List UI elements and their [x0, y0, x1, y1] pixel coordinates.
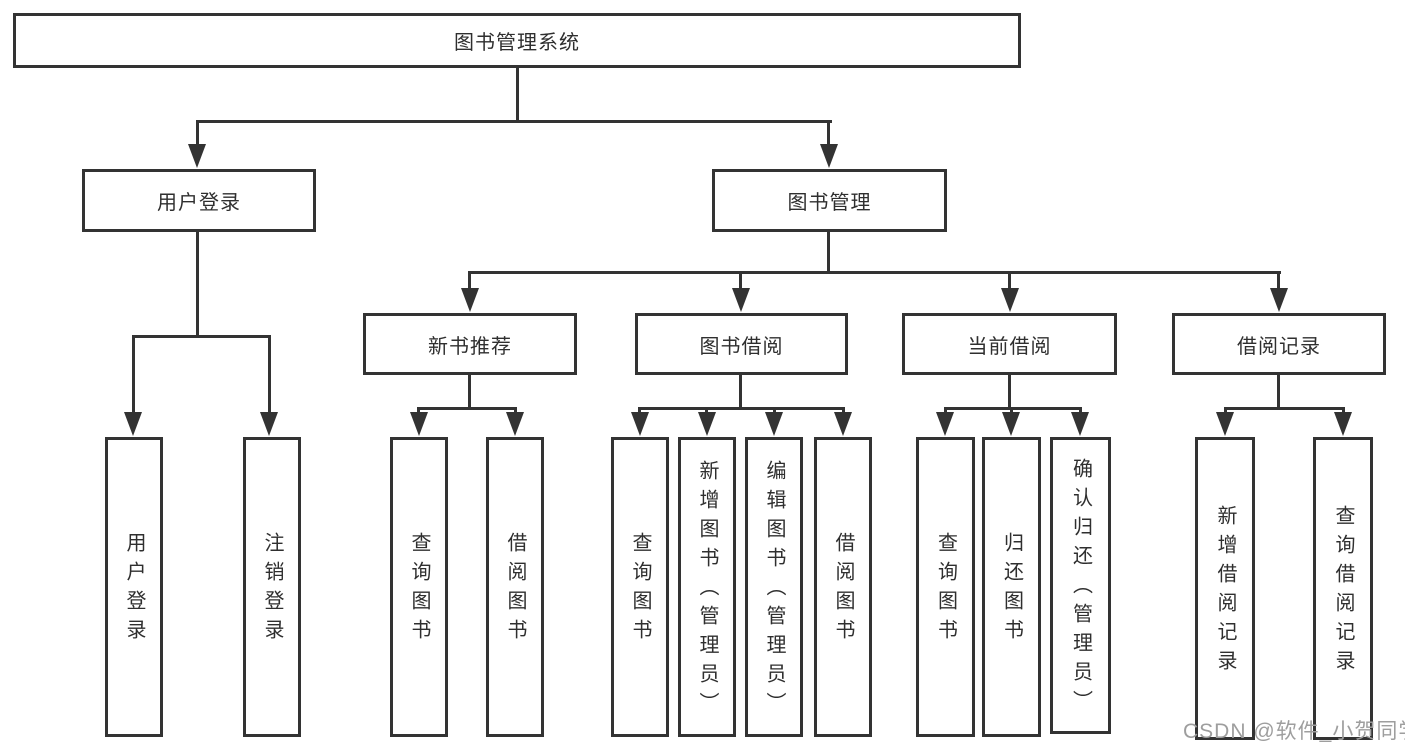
connector-stem-leaf — [944, 407, 947, 416]
connector-stem-user-login — [196, 120, 199, 148]
connector-section-trunk — [1008, 373, 1011, 410]
leaf-add-borrow-record: 新增借阅记录 — [1195, 437, 1255, 740]
arrow-down-icon — [506, 412, 524, 436]
connector-level2-bar — [468, 271, 1281, 274]
arrow-down-icon — [1334, 412, 1352, 436]
connector-stem-leaf — [1342, 407, 1345, 416]
connector-stem-leaf — [638, 407, 641, 416]
connector-stem-section — [468, 271, 471, 292]
arrow-down-icon — [1071, 412, 1089, 436]
watermark-csdn: CSDN @软件_小贺同学 — [1183, 720, 1405, 743]
connector-user-login-trunk — [196, 230, 199, 338]
arrow-down-icon — [732, 288, 750, 312]
arrow-down-icon — [260, 412, 278, 436]
node-user-login: 用户登录 — [82, 169, 316, 232]
connector-section-bar — [1224, 407, 1345, 410]
arrow-down-icon — [1216, 412, 1234, 436]
connector-book-management-trunk — [827, 230, 830, 274]
connector-stem-section — [1008, 271, 1011, 292]
connector-section-bar — [944, 407, 1082, 410]
connector-stem-leaf — [268, 335, 271, 416]
connector-stem-leaf — [1079, 407, 1082, 416]
connector-section-bar — [417, 407, 517, 410]
node-library-management-system: 图书管理系统 — [13, 13, 1021, 68]
leaf-borrow-books: 借阅图书 — [814, 437, 872, 737]
node-current-borrowing: 当前借阅 — [902, 313, 1117, 375]
leaf-edit-books-admin: 编辑图书（管理员） — [745, 437, 803, 737]
connector-stem-section — [739, 271, 742, 292]
arrow-down-icon — [1001, 288, 1019, 312]
node-new-book-recommend: 新书推荐 — [363, 313, 577, 375]
connector-stem-leaf — [1010, 407, 1013, 416]
leaf-query-borrow-record: 查询借阅记录 — [1313, 437, 1373, 740]
connector-root-trunk — [516, 65, 519, 122]
leaf-query-books: 查询图书 — [611, 437, 669, 737]
connector-stem-book-management — [827, 120, 830, 148]
arrow-down-icon — [936, 412, 954, 436]
connector-stem-leaf — [773, 407, 776, 416]
node-book-borrowing: 图书借阅 — [635, 313, 848, 375]
arrow-down-icon — [1002, 412, 1020, 436]
arrow-down-icon — [631, 412, 649, 436]
node-book-management: 图书管理 — [712, 169, 947, 232]
arrow-down-icon — [698, 412, 716, 436]
arrow-down-icon — [1270, 288, 1288, 312]
connector-stem-leaf — [417, 407, 420, 416]
connector-stem-leaf — [514, 407, 517, 416]
arrow-down-icon — [124, 412, 142, 436]
arrow-down-icon — [765, 412, 783, 436]
connector-section-trunk — [468, 373, 471, 410]
connector-user-login-bar — [132, 335, 271, 338]
leaf-user-login: 用户登录 — [105, 437, 163, 737]
arrow-down-icon — [188, 144, 206, 168]
arrow-down-icon — [834, 412, 852, 436]
arrow-down-icon — [410, 412, 428, 436]
connector-stem-leaf — [1224, 407, 1227, 416]
connector-stem-leaf — [705, 407, 708, 416]
leaf-logout: 注销登录 — [243, 437, 301, 737]
connector-section-trunk — [739, 373, 742, 410]
connector-section-bar — [638, 407, 845, 410]
leaf-confirm-return-admin: 确认归还（管理员） — [1050, 437, 1111, 734]
leaf-query-books: 查询图书 — [390, 437, 448, 737]
connector-stem-leaf — [842, 407, 845, 416]
leaf-add-books-admin: 新增图书（管理员） — [678, 437, 736, 737]
connector-level1-bar — [196, 120, 832, 123]
arrow-down-icon — [461, 288, 479, 312]
leaf-return-books: 归还图书 — [982, 437, 1041, 737]
arrow-down-icon — [820, 144, 838, 168]
connector-stem-section — [1277, 271, 1280, 292]
node-borrowing-records: 借阅记录 — [1172, 313, 1386, 375]
connector-stem-leaf — [132, 335, 135, 416]
leaf-query-books: 查询图书 — [916, 437, 975, 737]
leaf-borrow-books: 借阅图书 — [486, 437, 544, 737]
connector-section-trunk — [1277, 373, 1280, 410]
